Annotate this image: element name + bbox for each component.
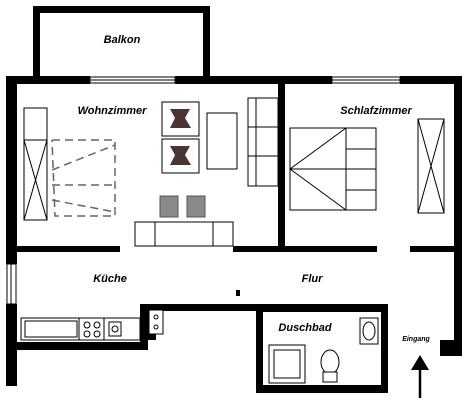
cushion-icon — [170, 146, 191, 165]
chair-icon — [186, 195, 206, 218]
entrance-label: Eingang — [402, 336, 430, 343]
room-label-balkon: Balkon — [104, 34, 141, 46]
kitchen-furniture — [20, 309, 164, 341]
room-label-kueche: Küche — [93, 273, 127, 285]
windows — [6, 76, 401, 305]
bedroom-furniture — [289, 118, 445, 214]
arrow-up-icon — [411, 355, 429, 398]
room-label-schlafzimmer: Schlafzimmer — [340, 105, 412, 117]
bathroom-furniture — [268, 317, 379, 384]
room-label-duschbad: Duschbad — [278, 322, 331, 334]
room-label-wohnzimmer: Wohnzimmer — [78, 105, 148, 117]
room-label-flur: Flur — [302, 273, 323, 285]
living-room-furniture — [23, 97, 279, 247]
cushion-icon — [170, 109, 191, 128]
chair-icon — [159, 195, 179, 218]
